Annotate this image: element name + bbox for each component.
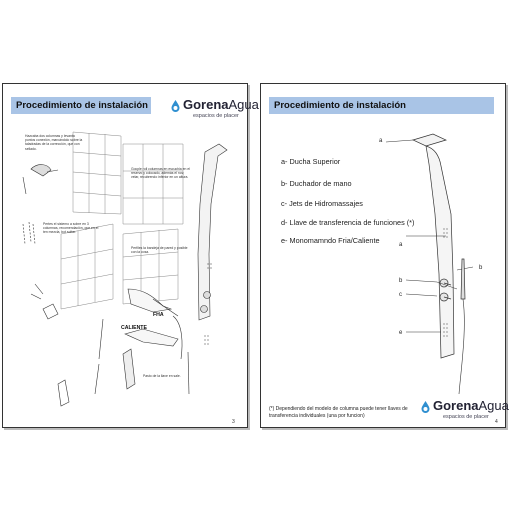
- shower-column-diagram: [385, 133, 474, 395]
- label-fha: FHA: [153, 312, 164, 318]
- callout-c-mixer: c: [399, 292, 402, 298]
- page-number: 4: [495, 419, 498, 425]
- legend-item-d: d- Llave de transferencia de funciones (…: [281, 218, 415, 227]
- callout-a-top: a: [379, 138, 383, 144]
- callout-b-hand-shower: b: [479, 265, 483, 271]
- legend-item-e: e- Monomamndo Fria/Caliente: [281, 236, 380, 245]
- manual-page-right: Procedimiento de instalación: [260, 83, 509, 428]
- instruction-note: Gocple roll columnas en escuchia en el r…: [131, 167, 190, 180]
- page-number: 3: [232, 419, 235, 425]
- callout-e: e: [399, 330, 403, 336]
- footnote: (*) Dependiendo del modelo de columna pu…: [269, 406, 408, 419]
- brand-name: Gorena: [433, 398, 479, 413]
- brand-tagline: espacios de placer: [193, 113, 239, 119]
- label-caliente: CALIENTE: [121, 325, 147, 331]
- water-drop-icon: [171, 100, 180, 112]
- page-title: Procedimiento de instalación: [11, 97, 151, 114]
- water-drop-icon: [421, 401, 430, 413]
- brand-name: Gorena: [183, 97, 229, 112]
- instruction-note: Perfiles la bandeja de pared y posible c…: [131, 246, 188, 255]
- callout-a-jets: a: [399, 242, 403, 248]
- page-title: Procedimiento de instalación: [269, 97, 494, 114]
- instruction-note: Hazcaba dos columnas y levanta puntos co…: [25, 134, 83, 151]
- legend-item-b: b- Duchador de mano: [281, 179, 352, 188]
- instruction-note: Pasto de la llave en sale.: [143, 374, 181, 378]
- brand-tagline: espacios de placer: [443, 414, 489, 420]
- instruction-note: Pertes el sistemo a sobre en 3 columnas,…: [43, 222, 99, 235]
- brand-name-suffix: Agua: [478, 398, 509, 413]
- legend-item-a: a- Ducha Superior: [281, 157, 341, 166]
- callout-b-valve: b: [399, 278, 403, 284]
- manual-page-left: Procedimiento de instalación GorenaAgua …: [2, 83, 259, 428]
- legend-item-c: c- Jets de Hidromassajes: [281, 199, 363, 208]
- installation-illustration: [22, 131, 228, 407]
- brand-name-suffix: Agua: [228, 97, 259, 112]
